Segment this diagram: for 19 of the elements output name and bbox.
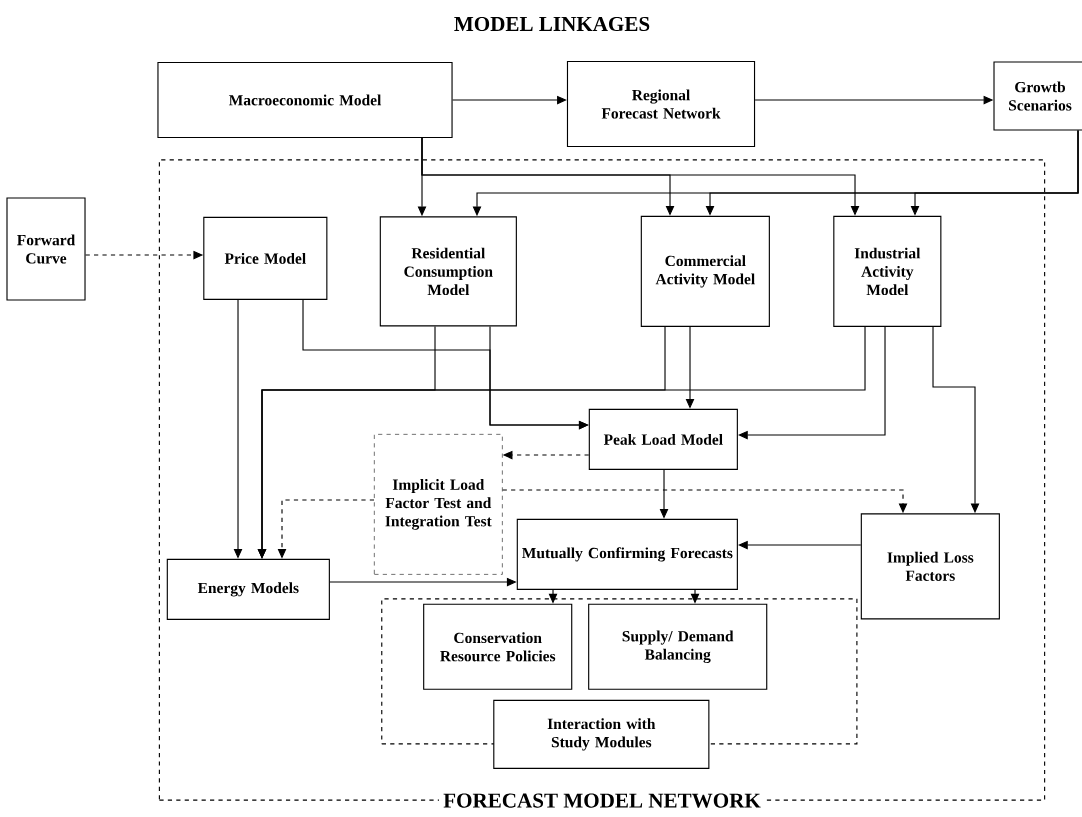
model-box: Forward Curve [6, 197, 86, 301]
model-box: Growtb Scenarios [993, 61, 1082, 131]
model-box: Energy Models [166, 558, 330, 620]
model-box: Macroeconomic Model [157, 61, 453, 139]
model-box: Regional Forecast Network [566, 60, 756, 148]
model-box: Residential Consumption Model [379, 216, 517, 327]
model-box: Conservation Resource Policies [423, 603, 573, 690]
model-box: Commercial Activity Model [640, 215, 770, 327]
model-box: Industrial Activity Model [833, 215, 942, 327]
model-box: Price Model [203, 216, 328, 300]
model-box: Interaction with Study Modules [493, 699, 710, 769]
model-box: Supply/ Demand Balancing [588, 603, 768, 690]
model-box: Peak Load Model [588, 408, 738, 470]
arrow [738, 540, 862, 550]
model-box: Mutually Confirming Forecasts [516, 518, 738, 590]
test-box: Implicit Load Factor Test and Integration Test [374, 434, 503, 575]
arrow [452, 95, 567, 105]
model-box: Implied Loss Factors [860, 513, 1000, 620]
diagram-title: MODEL LINKAGES [454, 16, 650, 32]
